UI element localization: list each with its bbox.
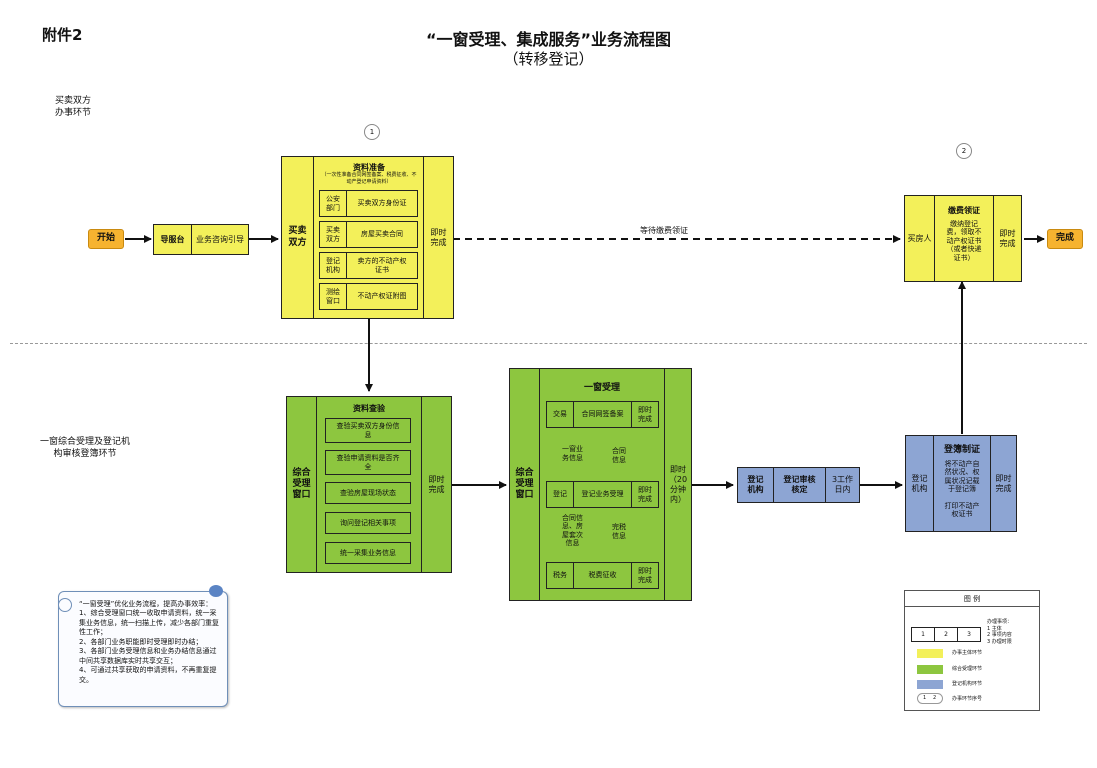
prep-org-3: 登记 机构 [319,252,347,279]
legend-sample-note: 办理事项： 1 主体 2 事项内容 3 办理时限 [987,619,1013,645]
legend-swatch-3 [917,680,943,689]
consult-label: 业务咨询引导 [196,234,244,244]
prep-org-4: 测绘 窗口 [319,283,347,310]
legend-label-2: 综合受理环节 [952,666,983,672]
scroll-roll-icon [58,598,72,612]
tax-item: 税费征收 [573,562,632,589]
review-item: 登记审核 核定 [774,468,826,502]
prep-item-2: 房屋买卖合同 [346,221,418,248]
lane-label-parties: 买卖双方 办事环节 [55,96,92,119]
legend-seq-1: 1 [923,695,927,701]
register-book-block: 登记 机构 登簿制证 将不动产自 然状况、权 属状况记载 于登记簿 打印不动产 … [905,435,1017,532]
tax-done: 即时 完成 [631,562,659,589]
review-time: 3工作 日内 [831,475,854,494]
prep-org-1: 公安 部门 [319,190,347,217]
diagram-title: “一窗受理、集成服务”业务流程图 [425,30,672,49]
legend-seq-2: 2 [933,695,937,701]
legend: 图 例 1 2 3 办理事项： 1 主体 2 事项内容 3 办理时限 办事主体环… [904,590,1040,711]
buyer-label: 买房人 [905,196,935,281]
pay-text: 缴纳登记 费，领取不 动产权证书 （或者快递 证书） [946,220,982,262]
check-title: 资料查验 [353,404,385,413]
legend-title: 图 例 [963,595,981,603]
document-check-block: 综合 受理 窗口 资料查验 查验买卖双方身份信 息 查验申请资料是否齐 全 查验… [286,396,452,573]
pay-title: 缴费领证 [948,206,980,215]
legend-seq-label: 办事环节序号 [952,696,983,702]
start-node: 开始 [88,229,124,249]
flow-contract-info: 合同 信息 [612,447,626,464]
prep-item-3: 卖方的不动产权 证书 [346,252,418,279]
flow-one-window-info: 一窗业 务信息 [562,445,583,462]
book-text: 将不动产自 然状况、权 属状况记载 于登记簿 打印不动产 权证书 [944,460,980,519]
check-item-4: 询问登记相关事项 [325,512,411,534]
book-org: 登记 机构 [906,436,934,531]
prep-done: 即时 完成 [430,227,447,247]
check-item-1: 查验买卖双方身份信 息 [325,418,411,443]
book-title: 登簿制证 [943,445,980,455]
pay-collect-block: 买房人 缴费领证 缴纳登记 费，领取不 动产权证书 （或者快递 证书） 即时 完… [904,195,1022,282]
finish-node: 完成 [1047,229,1083,249]
prep-item-1: 买卖双方身份证 [346,190,418,217]
diagram-subtitle: （转移登记） [503,50,594,68]
scroll-curl-icon [209,585,223,597]
legend-swatch-2 [917,665,943,674]
window-label-2: 综合 受理 窗口 [510,369,540,600]
check-item-3: 查验房屋现场状态 [325,482,411,504]
register-item: 登记业务受理 [573,481,632,508]
one-window-done: 即时 （20 分钟 内） [668,464,688,504]
review-block: 登记 机构 登记审核 核定 3工作 日内 [737,467,860,503]
trade-item: 合同网签备案 [573,401,632,428]
legend-sample-2: 2 [934,627,958,642]
check-item-5: 统一采集业务信息 [325,542,411,564]
legend-sample-1: 1 [911,627,935,642]
one-window-block: 综合 受理 窗口 一窗受理 交易 合同网签备案 即时 完成 一窗业 务信息 合同… [509,368,692,601]
guide-desk-label: 导服台 [154,225,192,254]
pay-done: 即时 完成 [999,228,1016,248]
note-text: “一窗受理”优化业务流程，提高办事效率： 1、综合受理窗口统一收取申请资料，统一… [79,600,219,684]
check-item-2: 查验申请资料是否齐 全 [325,450,411,475]
prep-item-4: 不动产权证附图 [346,283,418,310]
parties-label: 买卖 双方 [282,157,314,318]
flow-contract-house-info: 合同信 息、房 屋套次 信息 [562,514,583,548]
one-window-title: 一窗受理 [583,383,620,393]
prep-title: 资料准备 [353,163,385,172]
prep-note: （一次性准备合同网签备案、税费征收、不动产登记申请资料） [321,172,417,185]
tax-org: 税务 [546,562,574,589]
step-marker-2: 2 [956,143,972,159]
review-org: 登记 机构 [738,468,774,502]
trade-org: 交易 [546,401,574,428]
trade-done: 即时 完成 [631,401,659,428]
lane-label-window: 一窗综合受理及登记机 构审核登簿环节 [40,437,131,460]
check-done: 即时 完成 [428,474,445,494]
book-done: 即时 完成 [995,473,1012,493]
prep-org-2: 买卖 双方 [319,221,347,248]
window-label-1: 综合 受理 窗口 [287,397,317,572]
legend-label-3: 登记机构环节 [952,681,983,687]
flow-tax-paid-info: 完税 信息 [612,523,626,540]
wait-label: 等待缴费领证 [640,226,688,235]
register-done: 即时 完成 [631,481,659,508]
attachment-label: 附件2 [42,26,83,44]
lane-divider [10,343,1087,344]
step-marker-1: 1 [364,124,380,140]
legend-swatch-1 [917,649,943,658]
guide-desk-block: 导服台 业务咨询引导 [153,224,249,255]
legend-label-1: 办事主体环节 [952,650,983,656]
register-org: 登记 [546,481,574,508]
material-prep-block: 买卖 双方 资料准备 （一次性准备合同网签备案、税费征收、不动产登记申请资料） … [281,156,454,319]
legend-sample-3: 3 [957,627,981,642]
legend-seq-sample: 1 2 [917,693,943,704]
optimization-note: “一窗受理”优化业务流程，提高办事效率： 1、综合受理窗口统一收取申请资料，统一… [58,585,228,707]
